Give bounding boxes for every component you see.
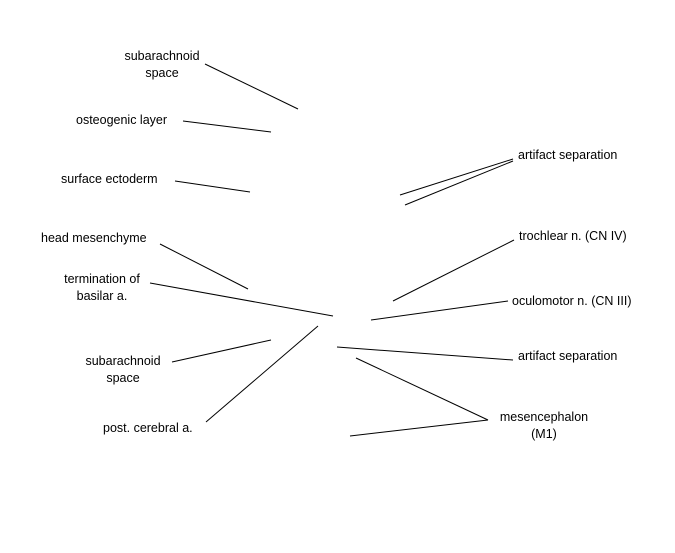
leader-line-oculomotor (370, 300, 509, 321)
leader-line-artifact-bottom (336, 346, 514, 361)
leader-line-trochlear (392, 239, 515, 302)
label-artifact-separation-top: artifact separation (518, 148, 618, 162)
leader-line-osteogenic-layer (182, 120, 272, 133)
label-head-mesenchyme: head mesenchyme (41, 231, 147, 245)
label-trochlear-nerve: trochlear n. (CN IV) (519, 229, 627, 243)
label-termination-of-basilar: termination of basilar a. (64, 272, 140, 303)
leader-line-surface-ectoderm (174, 180, 251, 193)
label-subarachnoid-space-bottom: subarachnoid space (85, 354, 161, 385)
leader-line-mesencephalon-b (349, 419, 489, 437)
label-mesencephalon: mesencephalon (M1) (499, 410, 589, 441)
label-osteogenic-layer: osteogenic layer (76, 113, 168, 127)
leader-line-mesencephalon-a (355, 357, 489, 421)
leader-line-termination-basilar (149, 282, 334, 317)
leader-line-post-cerebral (205, 325, 319, 423)
leader-line-artifact-top-a (399, 158, 514, 196)
label-subarachnoid-space-top: subarachnoid space (124, 49, 200, 80)
leader-line-head-mesenchyme (159, 243, 249, 290)
label-artifact-separation-bottom: artifact separation (518, 349, 618, 363)
label-post-cerebral-artery: post. cerebral a. (103, 421, 193, 435)
leader-line-subarachnoid-bottom (171, 339, 272, 363)
label-surface-ectoderm: surface ectoderm (61, 172, 158, 186)
leader-line-subarachnoid-top (204, 63, 299, 110)
leader-line-artifact-top-b (404, 160, 514, 206)
label-oculomotor-nerve: oculomotor n. (CN III) (512, 294, 632, 308)
